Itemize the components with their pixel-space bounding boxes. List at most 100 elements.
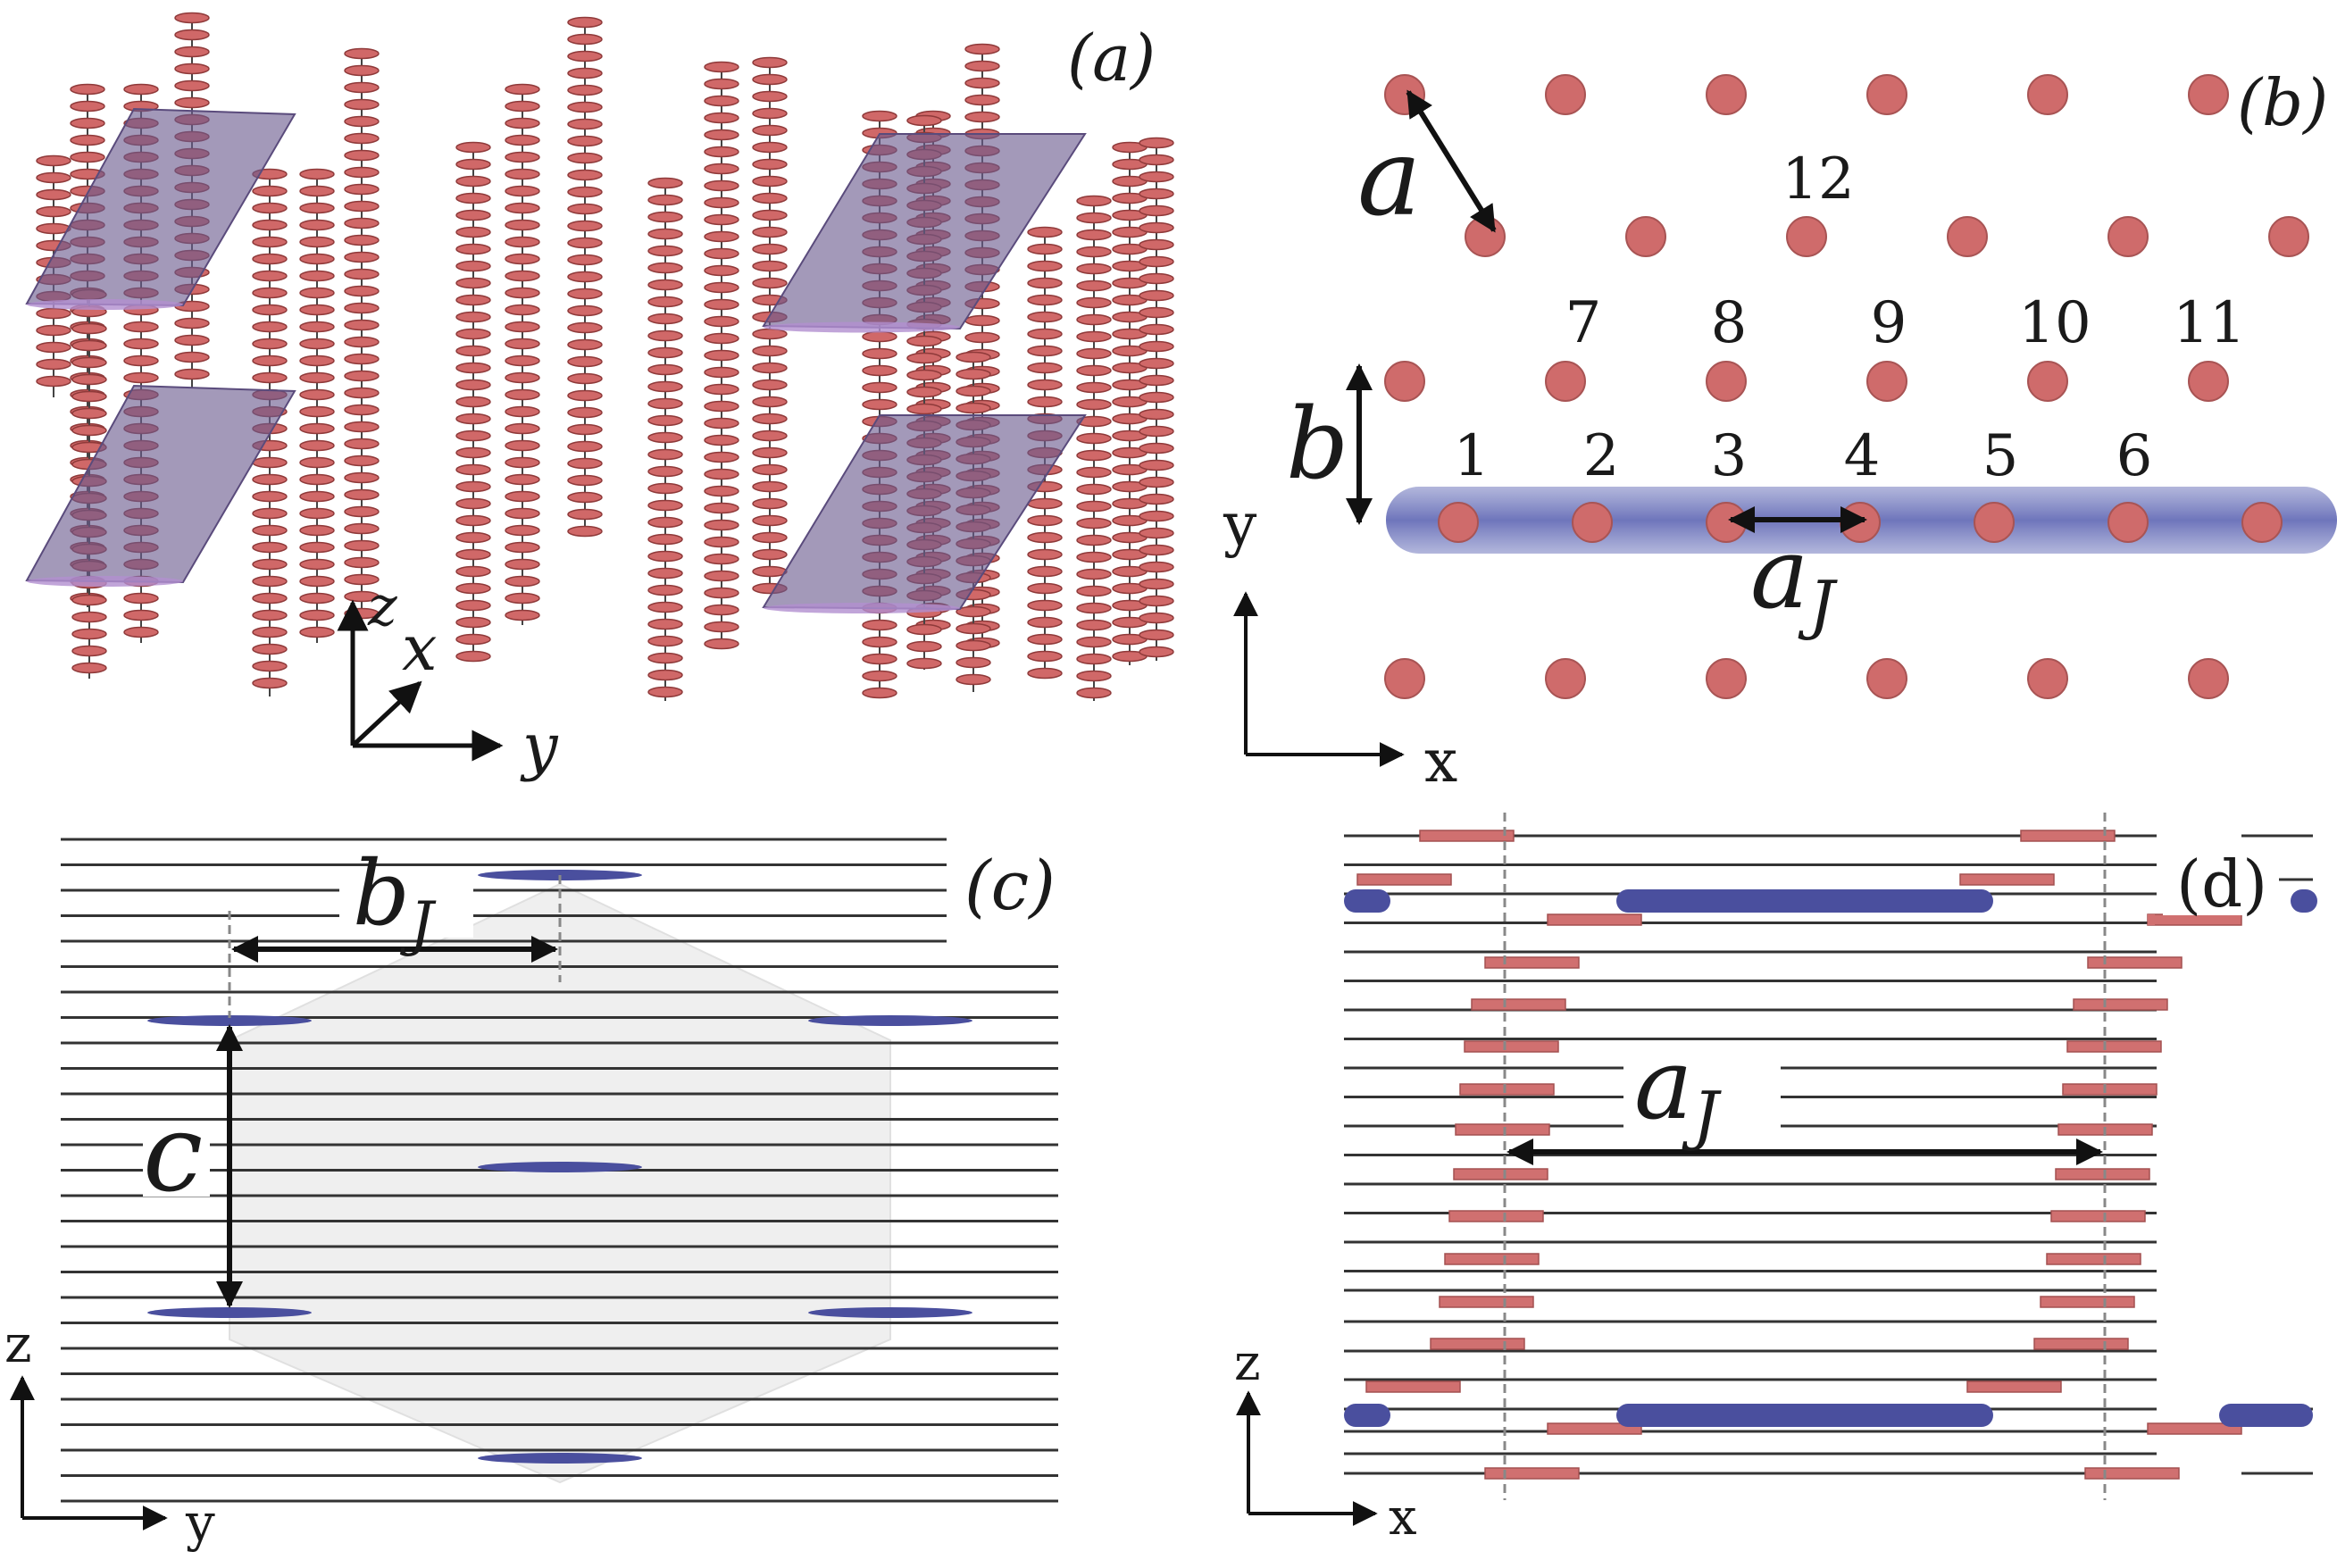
a-disk [174,79,210,92]
a-disk [752,277,788,289]
b-lattice-dot [2268,216,2309,257]
a-disk [174,317,210,329]
a-disk [505,507,540,520]
a-disk [123,626,159,638]
a-disk [299,507,335,520]
a-disk [647,567,683,580]
a-disk [704,196,739,209]
a-disk [70,83,105,96]
a-disk [505,490,540,503]
a-disk [344,81,380,94]
a-disk [956,622,991,635]
a-disk [964,77,1000,89]
a-disk [1139,612,1174,624]
d-disk-slab [1453,1168,1548,1180]
d-disk-slab [2066,1040,2162,1053]
a-disk [505,541,540,554]
a-disk [1076,517,1112,530]
d-axis-z-label: z [1234,1334,1261,1392]
d-disk-slab [2087,956,2183,969]
a-disk [647,635,683,647]
a-disk-stack [299,168,335,643]
a-disk [455,463,491,476]
a-disk [1139,188,1174,200]
a-disk [906,352,942,364]
a-disk [647,329,683,342]
d-disk-slab [2050,1210,2146,1222]
a-disk [455,531,491,544]
a-disk [455,599,491,612]
a-disk [752,56,788,69]
b-lattice-dot [1706,361,1747,402]
a-disk [505,439,540,452]
a-disk-stack [704,61,739,650]
a-disk [252,219,288,231]
a-disk [36,358,71,371]
d-junction-bar [1344,889,1390,913]
a-disk [505,575,540,588]
panel-b: a b aJ 1 2 3 4 5 6 7 8 9 10 11 12 (b) y … [1223,65,2337,796]
b-site-number-7: 7 [1565,290,1602,356]
a-disk [36,375,71,388]
d-disk-slab [2040,1296,2135,1308]
a-disk [455,430,491,442]
a-disk [505,354,540,367]
a-disk [299,371,335,384]
a-disk [1027,616,1063,629]
c-c-label: c [143,1092,203,1216]
a-disk [567,118,603,130]
a-disk [455,446,491,459]
a-disk [71,594,107,606]
a-disk [505,388,540,401]
a-disk [647,313,683,325]
b-lattice-dot [2107,502,2149,543]
a-disk [1139,578,1174,590]
a-disk [455,413,491,425]
b-lattice-dot [2241,502,2283,543]
c-junction-ellipse [478,1162,642,1172]
a-disk [252,490,288,503]
panel-a-label: (a) [1067,21,1156,96]
a-disk [252,473,288,486]
a-disk [704,213,739,226]
b-lattice-dot [2188,361,2229,402]
a-disk [1139,629,1174,641]
a-disk [704,587,739,599]
c-bj-label: bJ [353,841,437,958]
a-disk [752,73,788,86]
a-disk [123,371,159,384]
a-disk [344,573,380,586]
b-lattice-dot [1947,216,1988,257]
a-disk [752,226,788,238]
a-plates-front [25,107,1087,613]
a-disk [344,268,380,280]
a-disk [1139,374,1174,387]
a-disk [964,331,1000,344]
a-disk [344,539,380,552]
c-axis-z-label: z [4,1314,32,1374]
a-disk [567,33,603,46]
a-disk [1076,398,1112,411]
a-disk [174,334,210,346]
a-disk [252,202,288,214]
a-disk [1076,263,1112,275]
a-disk [567,355,603,368]
a-disk-stack [344,47,380,630]
b-lattice-dot [1974,502,2015,543]
a-disk [647,516,683,529]
a-disk [647,245,683,257]
a-disk [455,396,491,408]
a-disk [505,236,540,248]
a-disk [647,448,683,461]
a-disk [1027,379,1063,391]
a-disk [567,457,603,470]
a-disk [862,398,897,411]
a-disk [862,636,897,648]
a-disk [505,134,540,146]
a-disk [752,480,788,493]
a-disk [752,345,788,357]
a-disk [505,100,540,113]
a-disk [752,514,788,527]
a-disk [1027,548,1063,561]
